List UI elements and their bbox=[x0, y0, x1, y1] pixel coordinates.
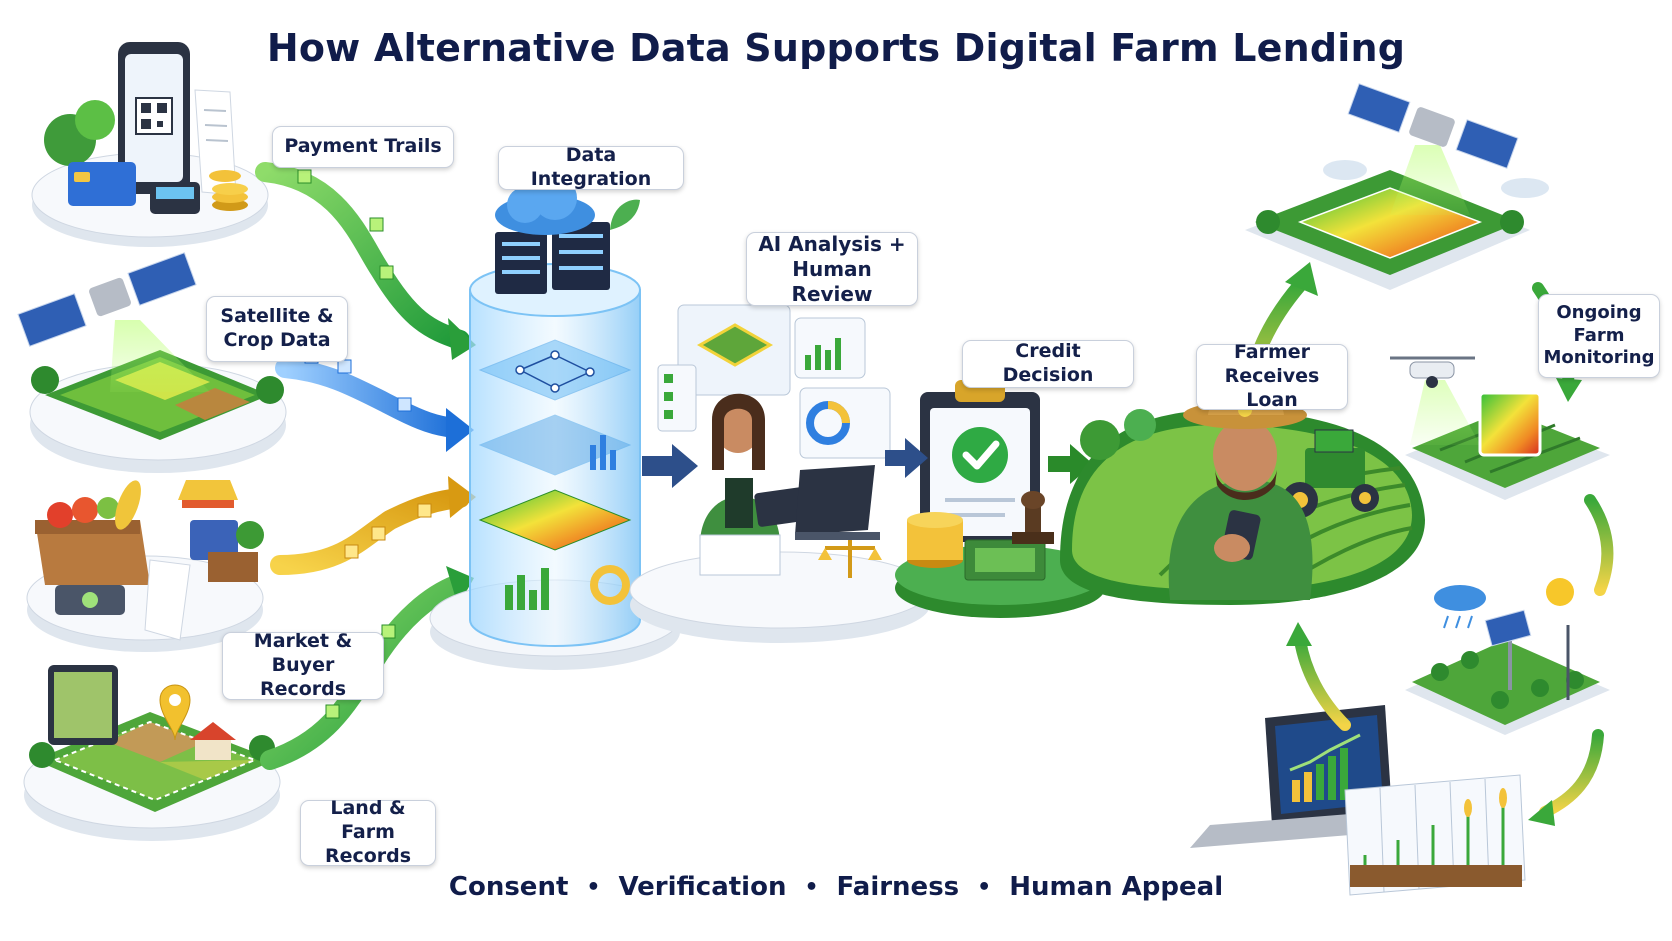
market-platform bbox=[26, 480, 264, 652]
decision-arrow-out bbox=[1048, 444, 1093, 484]
loop-arrow-to-dashboard bbox=[1528, 729, 1604, 826]
loop-arrow-to-farmer bbox=[1286, 622, 1351, 731]
label-credit-decision: Credit Decision bbox=[962, 340, 1134, 388]
label-ai-analysis-human-review: AI Analysis + Human Review bbox=[746, 232, 918, 306]
principles-footer: Consent • Verification • Fairness • Huma… bbox=[0, 872, 1672, 902]
monitoring-weather-field bbox=[1405, 578, 1610, 735]
loop-arrow-to-weather bbox=[1584, 494, 1614, 596]
label-payment-trails: Payment Trails bbox=[272, 126, 454, 168]
diagram-title: How Alternative Data Supports Digital Fa… bbox=[266, 26, 1406, 70]
monitoring-satellite-field bbox=[1245, 83, 1549, 290]
payment-platform bbox=[31, 42, 269, 247]
satellite-flow-arrow bbox=[275, 349, 474, 452]
analysis-arrow bbox=[642, 444, 698, 488]
payment-flow-arrow bbox=[255, 162, 476, 360]
label-farmer-receives-loan: Farmer Receives Loan bbox=[1196, 341, 1348, 411]
land-platform bbox=[23, 665, 281, 841]
data-integration-hub bbox=[429, 176, 681, 670]
monitoring-dashboard bbox=[1190, 705, 1526, 896]
credit-decision-platform bbox=[895, 380, 1105, 618]
monitoring-drone-field bbox=[1390, 356, 1610, 500]
separator-dot: • bbox=[977, 874, 992, 900]
separator-dot: • bbox=[804, 874, 819, 900]
decision-arrow-in bbox=[885, 438, 928, 478]
principle-human-appeal: Human Appeal bbox=[1009, 872, 1224, 902]
label-market-buyer-records: Market & Buyer Records bbox=[222, 630, 384, 700]
separator-dot: • bbox=[586, 874, 601, 900]
farmer-platform bbox=[1060, 392, 1425, 605]
label-data-integration: Data Integration bbox=[498, 144, 684, 190]
satellite-platform bbox=[17, 252, 287, 473]
label-satellite-crop-data: Satellite & Crop Data bbox=[206, 296, 348, 362]
analysis-desk bbox=[629, 304, 931, 643]
label-land-farm-records: Land & Farm Records bbox=[300, 797, 436, 867]
principle-consent: Consent bbox=[448, 872, 569, 902]
label-ongoing-farm-monitoring: Ongoing Farm Monitoring bbox=[1538, 294, 1660, 378]
market-flow-arrow bbox=[270, 476, 476, 575]
principle-verification: Verification bbox=[618, 872, 787, 902]
principle-fairness: Fairness bbox=[836, 872, 960, 902]
